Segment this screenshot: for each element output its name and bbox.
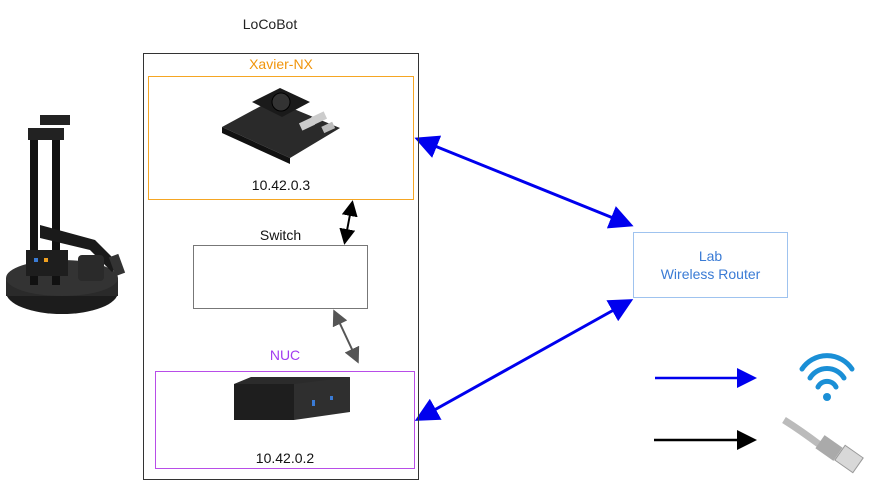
router-label-line2: Wireless Router bbox=[660, 266, 761, 282]
xavier-ip: 10.42.0.3 bbox=[251, 177, 311, 193]
nuc-router-link bbox=[414, 299, 634, 421]
locobot-container bbox=[143, 53, 419, 480]
lab-wireless-router-node[interactable]: Lab Wireless Router bbox=[633, 232, 788, 298]
locobot-title: LoCoBot bbox=[242, 16, 298, 32]
xavier-nx-board-image bbox=[222, 88, 340, 164]
switch-node[interactable] bbox=[193, 245, 368, 309]
nuc-node[interactable]: 10.42.0.2 bbox=[155, 371, 415, 469]
router-label-line1: Lab bbox=[698, 248, 723, 264]
nuc-label: NUC bbox=[269, 347, 301, 363]
nuc-ip: 10.42.0.2 bbox=[255, 450, 315, 466]
xavier-router-link bbox=[414, 135, 634, 229]
xavier-switch-link bbox=[339, 200, 358, 245]
switch-nuc-link bbox=[332, 309, 360, 364]
xavier-label: Xavier-NX bbox=[249, 56, 313, 72]
nuc-mini-pc-image bbox=[234, 377, 350, 420]
xavier-nx-node[interactable]: 10.42.0.3 bbox=[148, 76, 414, 200]
ethernet-cable-icon bbox=[782, 417, 864, 474]
robot-locobot-image bbox=[6, 115, 126, 314]
wifi-icon bbox=[799, 353, 855, 401]
switch-label: Switch bbox=[259, 227, 302, 243]
